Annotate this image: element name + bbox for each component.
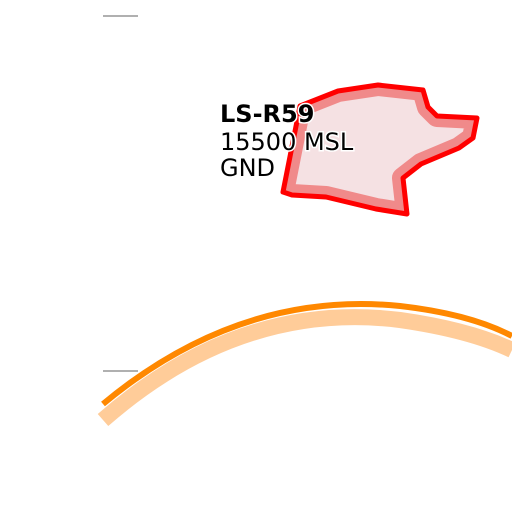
orange-boundary-line (101, 301, 512, 407)
orange-boundary-band (97, 309, 512, 427)
restricted-area-ls-r59[interactable] (280, 82, 480, 217)
restricted-area-outline (280, 82, 480, 217)
orange-airspace-boundary[interactable] (97, 301, 512, 427)
restricted-area-upper-limit: 15500 MSL (220, 128, 354, 156)
restricted-area-name: LS-R59 (220, 100, 314, 128)
restricted-area-label: LS-R59 15500 MSL GND (219, 99, 356, 184)
restricted-area-lower-limit: GND (220, 154, 275, 182)
